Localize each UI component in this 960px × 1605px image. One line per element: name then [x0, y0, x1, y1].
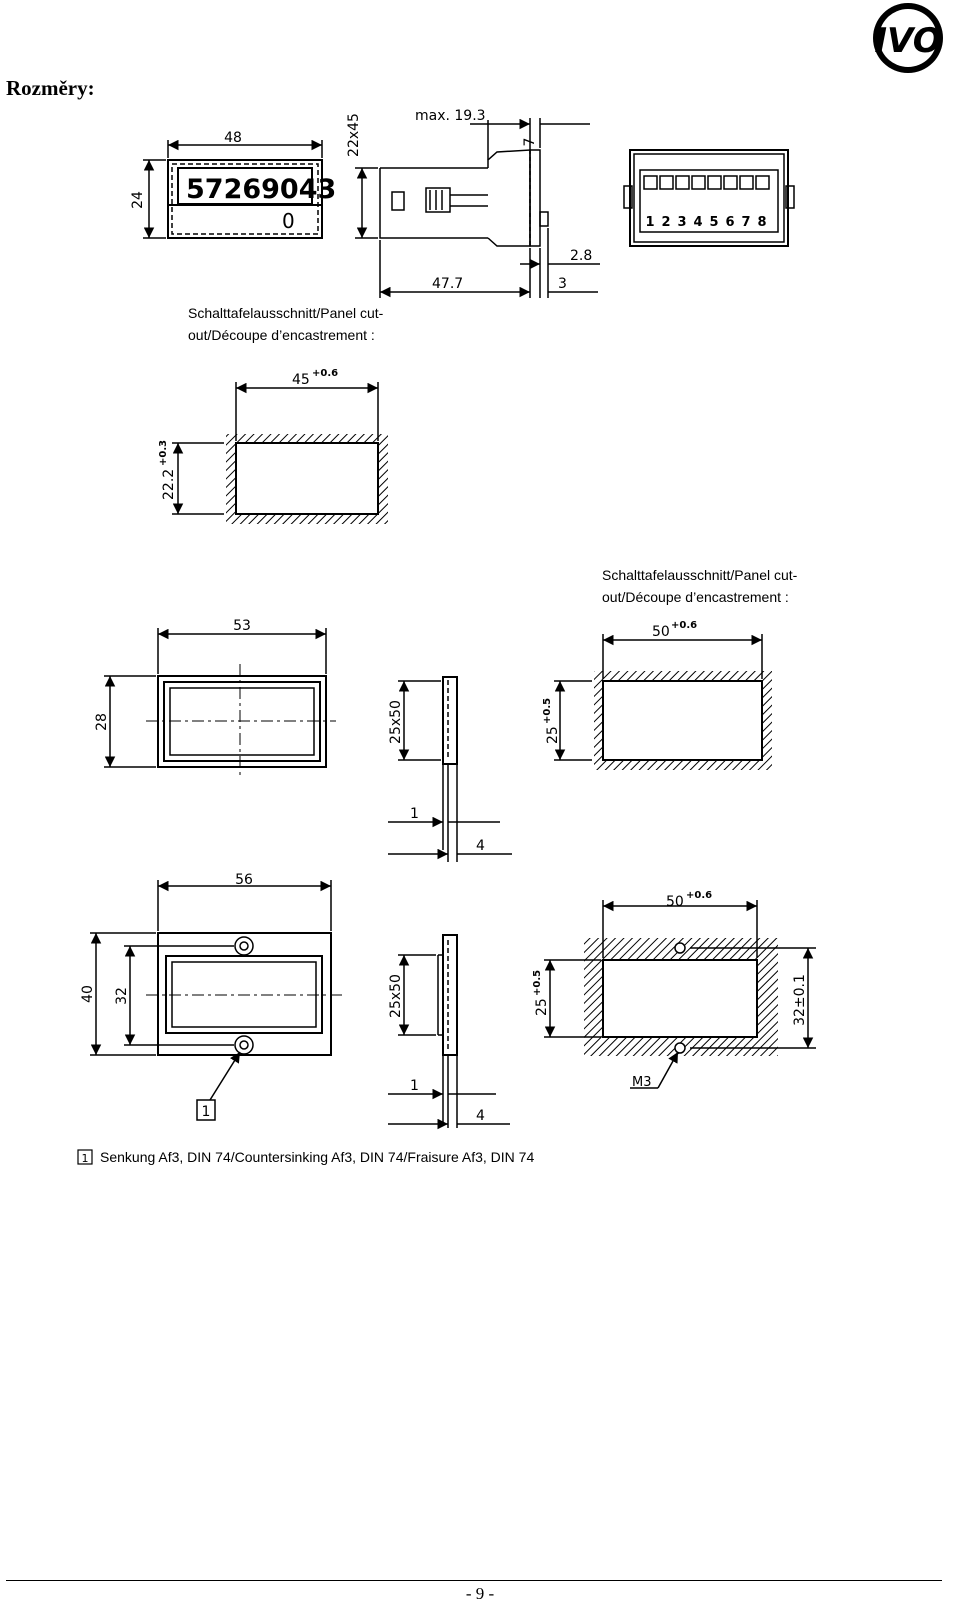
note-marker-box: [77, 1149, 93, 1165]
v1-cutout-width: 45: [292, 372, 310, 388]
v3-side-view: [388, 934, 510, 1130]
v2-dim-thickness-1: 1: [410, 806, 419, 822]
v1-terminal-numbers: 1 2 3 4 5 6 7 8: [645, 215, 766, 230]
v2-dim-thickness-4: 4: [476, 838, 485, 854]
v1-dim-front: 22x45: [346, 113, 362, 157]
v1-dim-47-7: 47.7: [432, 276, 463, 292]
footer-rule: [6, 1580, 942, 1581]
v3-dim-hole-spacing: 32: [114, 987, 130, 1005]
v1-side-view: [355, 118, 600, 298]
v1-dim-2-8: 2.8: [570, 248, 592, 264]
v1-display-digits: 57269043: [186, 174, 336, 205]
terminal-number: 6: [725, 215, 734, 230]
v1-dim-7: 7: [522, 138, 538, 147]
v3-front-view: [90, 880, 342, 1121]
v1-display-sub: 0: [282, 209, 295, 233]
v2-cutout-width-tol: +0.6: [671, 620, 697, 631]
v3-dim-thickness-1: 1: [410, 1078, 419, 1094]
v3-cutout-height: 25: [534, 998, 550, 1016]
v2-dim-front-width: 53: [233, 618, 251, 634]
v1-cutout-caption-line1: Schalttafelausschnitt/Panel cut-: [188, 305, 384, 321]
v1-rear-view: [623, 149, 795, 247]
terminal-number: 7: [741, 215, 750, 230]
v1-cutout-height-tol: +0.3: [158, 440, 169, 466]
v3-dim-front-height: 40: [80, 985, 96, 1003]
terminal-number: 5: [709, 215, 718, 230]
v2-cutout-width: 50: [652, 624, 670, 640]
v2-front-view: [104, 628, 336, 778]
terminal-number: 3: [677, 215, 686, 230]
v3-cutout-width: 50: [666, 894, 684, 910]
v1-cutout-caption-line2: out/Découpe d’encastrement :: [188, 327, 375, 343]
page-heading: Rozměry:: [6, 76, 95, 100]
v3-panel-cutout: [544, 900, 816, 1089]
v1-dim-height: 24: [130, 191, 146, 209]
v3-callout-marker: 1: [202, 1104, 211, 1120]
v1-dim-depth-max: max. 19.3: [415, 108, 486, 124]
terminal-number: 2: [661, 215, 670, 230]
v2-side-view: [388, 676, 512, 862]
note-text: Senkung Af3, DIN 74/Countersinking Af3, …: [100, 1149, 534, 1165]
ivo-logo: IVO: [873, 3, 943, 73]
page-number: - 9 -: [465, 1584, 495, 1603]
v2-cutout-caption-line1: Schalttafelausschnitt/Panel cut-: [602, 567, 798, 583]
v2-cutout-caption-line2: out/Découpe d’encastrement :: [602, 589, 789, 605]
v1-panel-cutout: [172, 382, 388, 524]
v1-cutout-height: 22.2: [161, 469, 177, 500]
v3-hole-distance: 32±0.1: [792, 974, 808, 1026]
v3-dim-front-width: 56: [235, 872, 253, 888]
v1-front-view: [143, 139, 323, 239]
logo-text: IVO: [874, 21, 941, 61]
v3-dim-thickness-4: 4: [476, 1108, 485, 1124]
v1-dim-width: 48: [224, 130, 242, 146]
v2-cutout-height-tol: +0.5: [542, 698, 553, 724]
v1-dim-3: 3: [558, 276, 567, 292]
v3-cutout-width-tol: +0.6: [686, 890, 712, 901]
v2-dim-window: 25x50: [388, 700, 404, 744]
v2-panel-cutout: [554, 634, 772, 770]
terminal-number: 4: [693, 215, 702, 230]
v3-dim-window: 25x50: [388, 974, 404, 1018]
terminal-number: 8: [757, 215, 766, 230]
v1-cutout-width-tol: +0.6: [312, 368, 338, 379]
terminal-number: 1: [645, 215, 654, 230]
v2-cutout-height: 25: [545, 726, 561, 744]
v3-cutout-height-tol: +0.5: [532, 970, 543, 996]
v2-dim-front-height: 28: [94, 713, 110, 731]
note-marker: 1: [82, 1152, 89, 1165]
v3-screw-label: M3: [632, 1075, 652, 1090]
